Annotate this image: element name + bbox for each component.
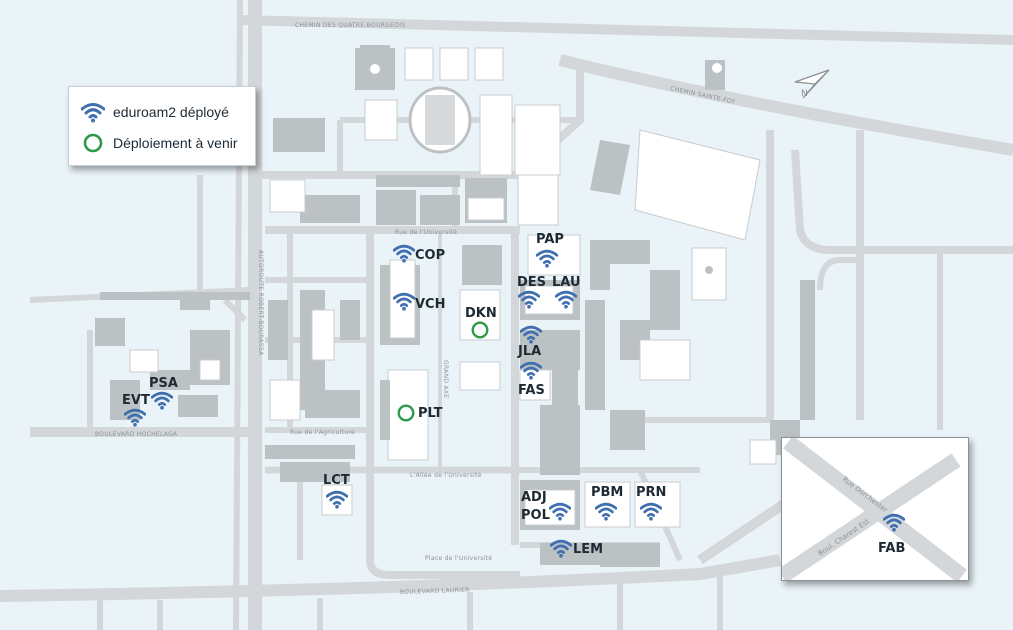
legend-deployed-label: eduroam2 déployé — [113, 104, 229, 120]
building-label-dkn[interactable]: DKN — [465, 306, 497, 321]
building-label-fab[interactable]: FAB — [878, 541, 905, 556]
map-legend: eduroam2 déployé Déploiement à venir — [68, 86, 256, 166]
building-label-fas[interactable]: FAS — [518, 383, 545, 398]
building-markers: COP VCH DKN PLT PAP DES LAU JLA FAS PSA EVT LCT ADJ P… — [122, 232, 666, 558]
street-agriculture: Rue de l'Agriculture — [290, 429, 355, 436]
legend-upcoming: Déploiement à venir — [81, 132, 238, 154]
building-label-pap[interactable]: PAP — [536, 232, 564, 247]
north-arrow-icon: N — [794, 69, 830, 99]
legend-upcoming-label: Déploiement à venir — [113, 135, 238, 151]
inset-canvas: Rue Dorchester Boul. Charest Est FAB — [782, 438, 968, 580]
building-label-vch[interactable]: VCH — [415, 297, 445, 312]
building-label-jla[interactable]: JLA — [517, 344, 541, 359]
street-labels: CHEMIN DES QUATRE-BOURGEOIS CHEMIN SAINT… — [95, 22, 736, 596]
street-allee: L'Allée de l'Université — [410, 472, 482, 479]
street-universite: Rue de l'Université — [395, 229, 457, 236]
building-label-evt[interactable]: EVT — [122, 393, 150, 408]
building-label-cop[interactable]: COP — [415, 248, 445, 263]
building-label-pbm[interactable]: PBM — [591, 485, 623, 500]
building-label-prn[interactable]: PRN — [636, 485, 666, 500]
street-hochelaga: BOULEVARD HOCHELAGA — [95, 431, 178, 438]
building-label-pol[interactable]: POL — [521, 508, 550, 523]
legend-deployed: eduroam2 déployé — [81, 101, 229, 123]
building-label-lau[interactable]: LAU — [552, 275, 581, 290]
street-place: Place de l'Université — [425, 555, 492, 562]
street-robert-bourassa: AUTOROUTE ROBERT-BOURASSA — [257, 250, 264, 356]
building-label-adj[interactable]: ADJ — [521, 490, 547, 505]
wifi-icon — [81, 101, 105, 123]
street-grand-axe: GRAND AXE — [442, 360, 449, 398]
building-label-lem[interactable]: LEM — [573, 542, 603, 557]
street-quatre-bourgeois: CHEMIN DES QUATRE-BOURGEOIS — [295, 22, 405, 29]
building-label-psa[interactable]: PSA — [149, 376, 178, 391]
svg-text:N: N — [801, 89, 808, 99]
inset-map-fab: Rue Dorchester Boul. Charest Est FAB — [781, 437, 969, 581]
building-label-lct[interactable]: LCT — [323, 473, 350, 488]
green-circle-icon — [81, 132, 105, 154]
street-laurier: BOULEVARD LAURIER — [400, 587, 470, 596]
building-label-des[interactable]: DES — [517, 275, 546, 290]
building-label-plt[interactable]: PLT — [418, 406, 443, 421]
